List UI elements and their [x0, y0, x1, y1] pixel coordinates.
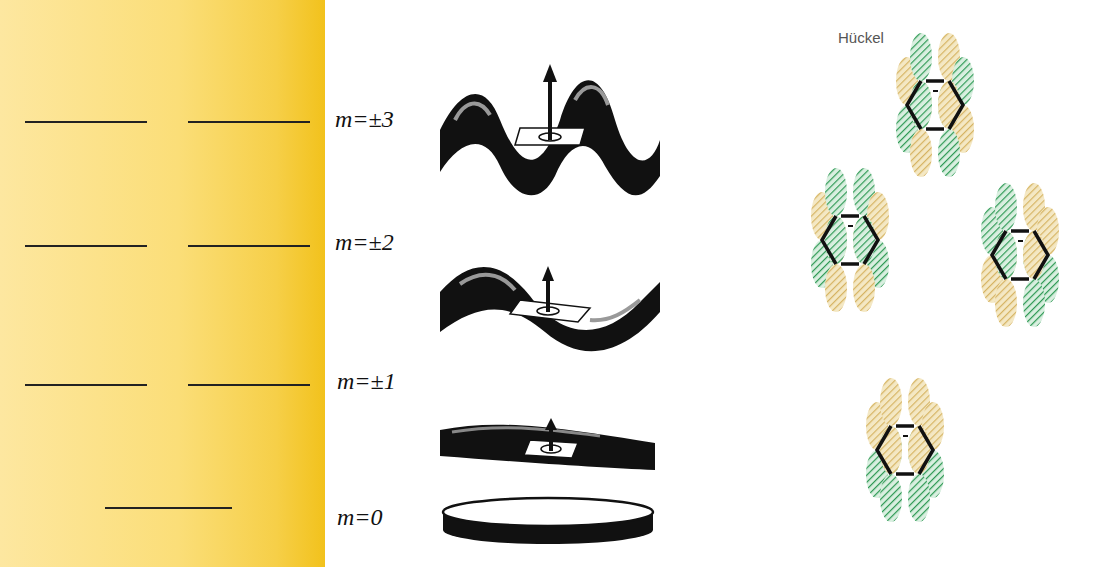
- quantum-number-label: m=0: [337, 504, 383, 530]
- quantum-number-label: m=±2: [335, 229, 394, 255]
- method-label: Hückel: [838, 30, 884, 47]
- ring-wave-shapes: [440, 64, 660, 544]
- energy-panel: [0, 0, 325, 567]
- quantum-number-label: m=±1: [337, 368, 396, 394]
- huckel-orbitals: [811, 33, 1059, 522]
- quantum-number-label: m=±3: [335, 106, 394, 132]
